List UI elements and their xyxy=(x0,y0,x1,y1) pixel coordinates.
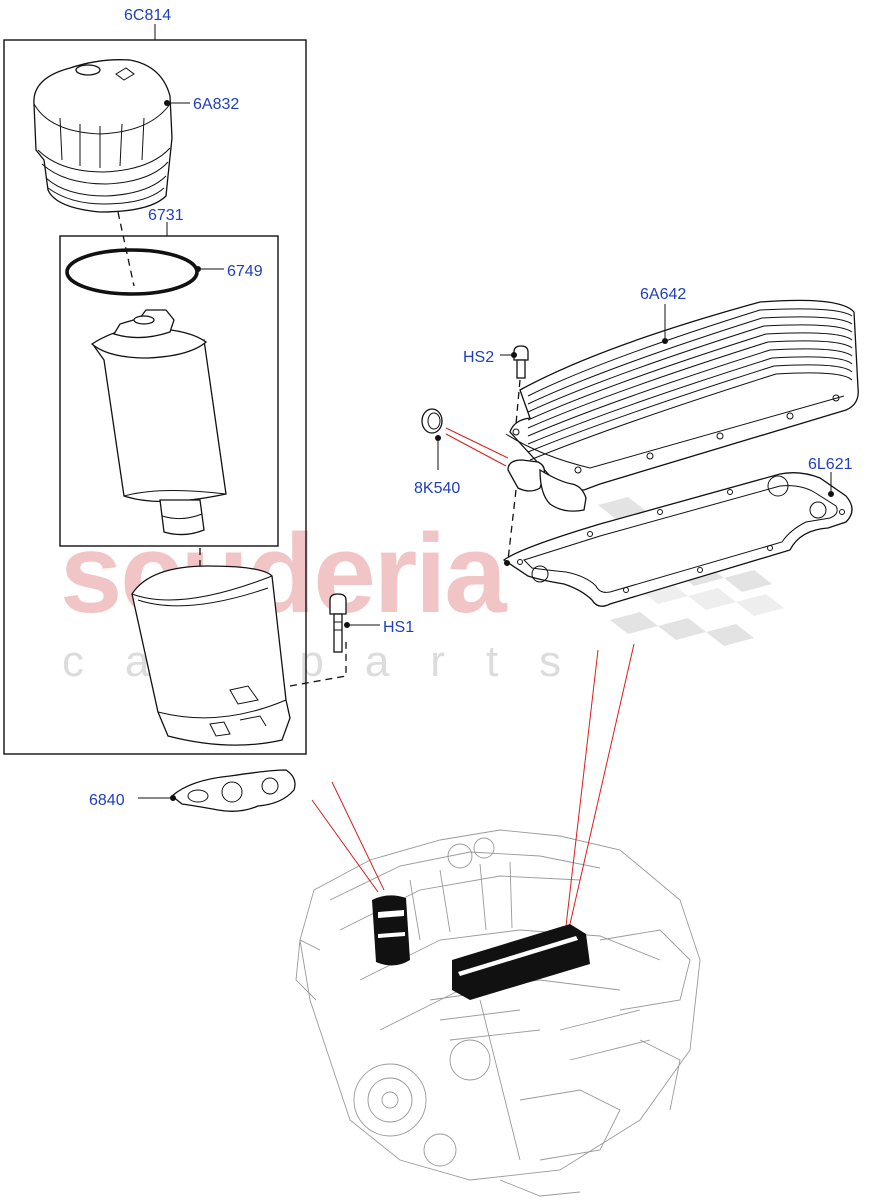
filter-housing-gasket-part xyxy=(170,769,296,812)
engine-reference-illustration xyxy=(295,829,701,1197)
callout-6731: 6731 xyxy=(148,207,184,224)
oil-filter-housing-part xyxy=(131,565,291,746)
callout-6A642: 6A642 xyxy=(640,286,686,303)
callout-6L621: 6L621 xyxy=(808,456,853,473)
callout-6840: 6840 xyxy=(89,792,125,809)
bolt-hs1-part xyxy=(329,593,347,653)
oil-cooler-part xyxy=(505,299,859,512)
oil-filter-element-part xyxy=(90,309,227,536)
callout-HS1: HS1 xyxy=(383,619,414,636)
callout-HS2: HS2 xyxy=(463,349,494,366)
filter-element-kit-box xyxy=(59,235,279,547)
oil-filter-cap-part xyxy=(33,59,173,213)
callout-6749: 6749 xyxy=(227,263,263,280)
o-ring-seal-part xyxy=(65,248,199,296)
oil-cooler-gasket-part xyxy=(502,472,853,607)
callout-8K540: 8K540 xyxy=(414,480,460,497)
watermark-brand: scuderia xyxy=(60,511,507,636)
seal-8k540-part xyxy=(421,408,443,434)
callout-6C814: 6C814 xyxy=(124,7,171,24)
bolt-hs2-part xyxy=(513,345,529,379)
callout-6A832: 6A832 xyxy=(193,96,239,113)
